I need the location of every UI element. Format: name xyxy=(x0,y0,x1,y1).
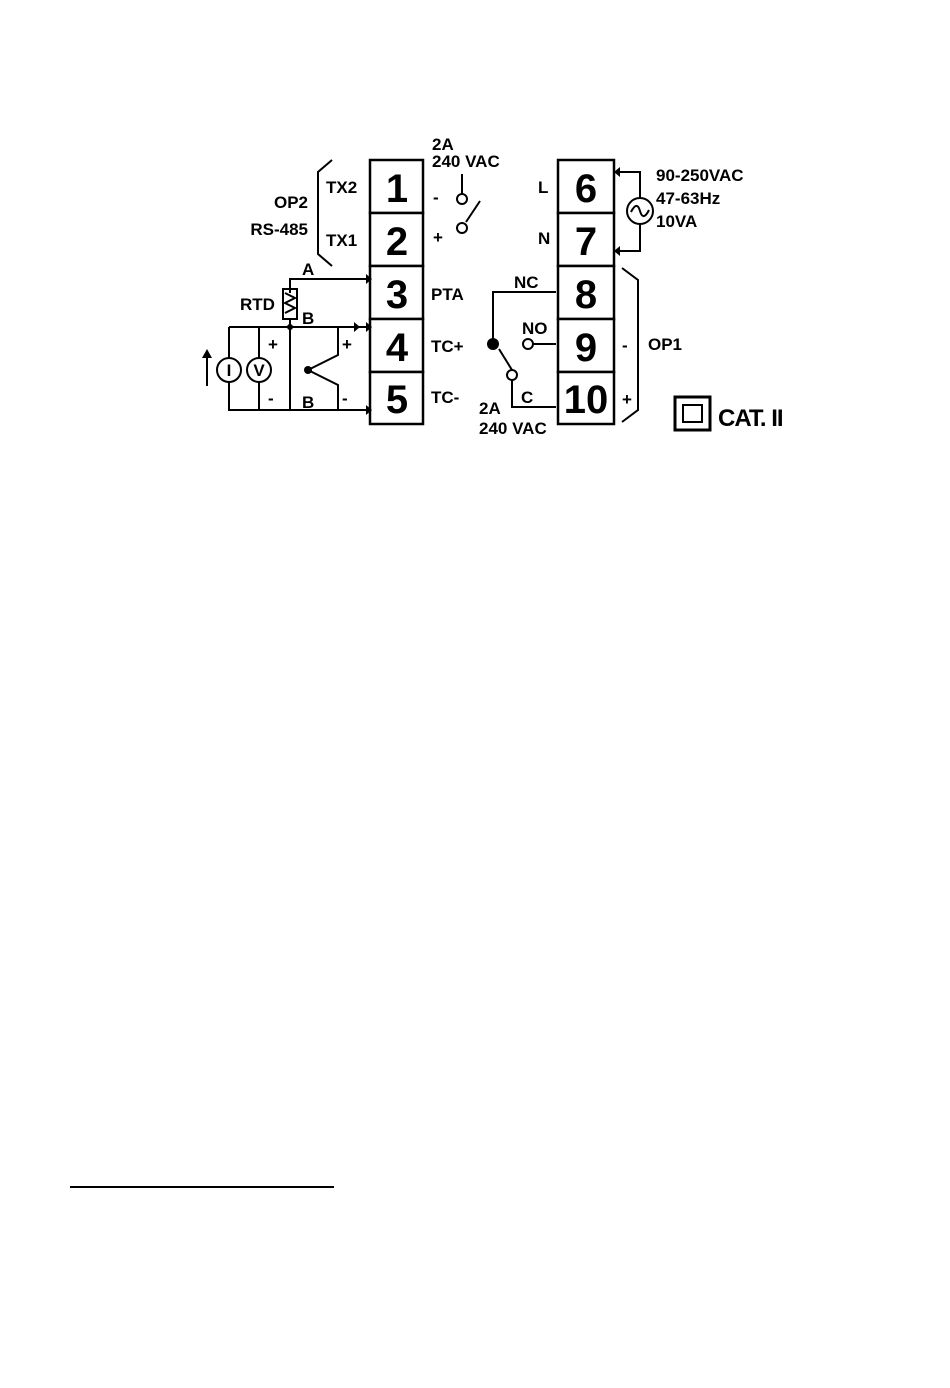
rtd-label: RTD xyxy=(240,295,275,314)
input-section: A RTD B B + - I V + - PTA TC+ TC- xyxy=(202,260,464,415)
terminal-10-number: 10 xyxy=(564,378,609,422)
terminal-3-label: PTA xyxy=(431,285,464,304)
source-minus-sign: - xyxy=(268,389,274,408)
op2-label: OP2 xyxy=(274,193,308,212)
relay-switch-blade xyxy=(499,349,512,370)
terminal-7-label: N xyxy=(538,229,550,248)
terminal-4-label: TC+ xyxy=(431,337,464,356)
terminal-1-number: 1 xyxy=(386,167,408,211)
wire-a xyxy=(290,279,366,293)
terminal-8-label: NC xyxy=(514,273,539,292)
terminal-2-label: + xyxy=(433,228,443,247)
terminal-5-number: 5 xyxy=(386,378,408,422)
power-rating: 10VA xyxy=(656,212,697,231)
category-marking: CAT. II xyxy=(675,397,783,432)
op1-label: OP1 xyxy=(648,335,682,354)
terminal-6-label: L xyxy=(538,178,548,197)
wire-b-bottom-label: B xyxy=(302,393,314,412)
category-label: CAT. II xyxy=(718,405,783,432)
terminal-9-number: 9 xyxy=(575,326,597,370)
terminal-1-label: - xyxy=(433,188,439,207)
terminal-3-number: 3 xyxy=(386,273,408,317)
op1-rating-voltage: 240 VAC xyxy=(479,419,547,438)
op2-rating-voltage: 240 VAC xyxy=(432,152,500,171)
terminal-9-label: NO xyxy=(522,319,548,338)
voltage-source-label: V xyxy=(253,361,265,380)
op2-contact-bottom xyxy=(457,223,467,233)
terminal-7-number: 7 xyxy=(575,220,597,264)
rs485-label: RS-485 xyxy=(250,220,308,239)
tc-minus-sign: - xyxy=(342,389,348,408)
wire-b-top-label: B xyxy=(302,309,314,328)
terminal-6-number: 6 xyxy=(575,167,597,211)
power-voltage: 90-250VAC xyxy=(656,166,744,185)
op1-rating-current: 2A xyxy=(479,399,501,418)
double-insulation-outer-icon xyxy=(675,397,710,430)
op1-minus-sign: - xyxy=(622,336,628,355)
wire-a-label: A xyxy=(302,260,314,279)
relay-common-contact xyxy=(507,370,517,380)
current-source-label: I xyxy=(227,361,232,380)
op2-contact-top xyxy=(457,194,467,204)
op2-bracket xyxy=(318,160,332,266)
op1-plus-sign: + xyxy=(622,390,632,409)
right-terminal-block: 6 7 8 9 10 xyxy=(558,160,614,424)
tx2-label: TX2 xyxy=(326,178,357,197)
wire-c xyxy=(512,380,556,407)
relay-no-contact xyxy=(523,339,533,349)
terminal-8-number: 8 xyxy=(575,273,597,317)
tx1-label: TX1 xyxy=(326,231,357,250)
power-frequency: 47-63Hz xyxy=(656,189,720,208)
source-plus-sign: + xyxy=(268,335,278,354)
relay-nc-contact xyxy=(487,338,499,350)
terminal-5-label: TC- xyxy=(431,388,459,407)
op2-switch-blade xyxy=(466,201,480,222)
left-terminal-block: 1 2 3 4 5 xyxy=(370,160,423,424)
double-insulation-inner-icon xyxy=(683,405,702,422)
terminal-2-number: 2 xyxy=(386,220,408,264)
tc-plus-sign: + xyxy=(342,335,352,354)
terminal-4-number: 4 xyxy=(386,326,409,370)
terminal-10-label: C xyxy=(521,388,533,407)
